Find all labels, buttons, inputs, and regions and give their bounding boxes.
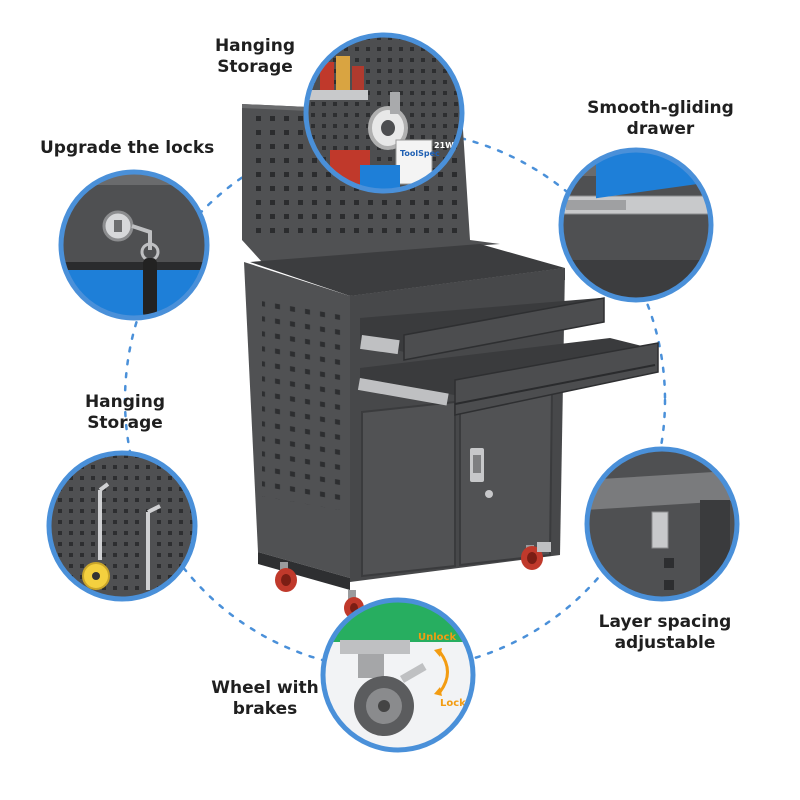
dashed-guide-ring: [123, 128, 667, 672]
callout-hanging-storage-left: Hanging Storage: [84, 392, 166, 433]
detail-circle-lock: [58, 169, 210, 321]
drawer-bottom: [357, 338, 659, 416]
callout-upgrade-locks: Upgrade the locks: [40, 138, 215, 158]
cabinet-door-left: [361, 400, 456, 578]
callout-hanging-storage-top: Hanging Storage: [214, 36, 296, 77]
detail-box-watt: 21W: [434, 141, 454, 150]
detail-circle-hanging-storage-top: ToolSpec 21W: [303, 32, 465, 194]
lock-label: Lock: [440, 698, 466, 709]
tool-cabinet: [242, 104, 659, 619]
detail-circle-wheel-brake: Unlock Lock: [320, 597, 476, 753]
detail-box-brand: ToolSpec: [400, 149, 440, 158]
detail-circle-pegboard-hooks: [46, 450, 198, 602]
unlock-label: Unlock: [418, 632, 456, 643]
callout-smooth-gliding-drawer: Smooth-gliding drawer: [587, 98, 734, 139]
door-lock: [485, 490, 493, 498]
detail-circle-layer-spacing: [584, 446, 740, 602]
callout-layer-spacing: Layer spacing adjustable: [598, 612, 732, 653]
rotate-arrow-icon: [438, 651, 449, 693]
callout-wheel-brakes: Wheel with brakes: [211, 678, 319, 719]
drawer-top: [360, 297, 605, 361]
detail-circle-drawer-slide: [558, 147, 714, 303]
